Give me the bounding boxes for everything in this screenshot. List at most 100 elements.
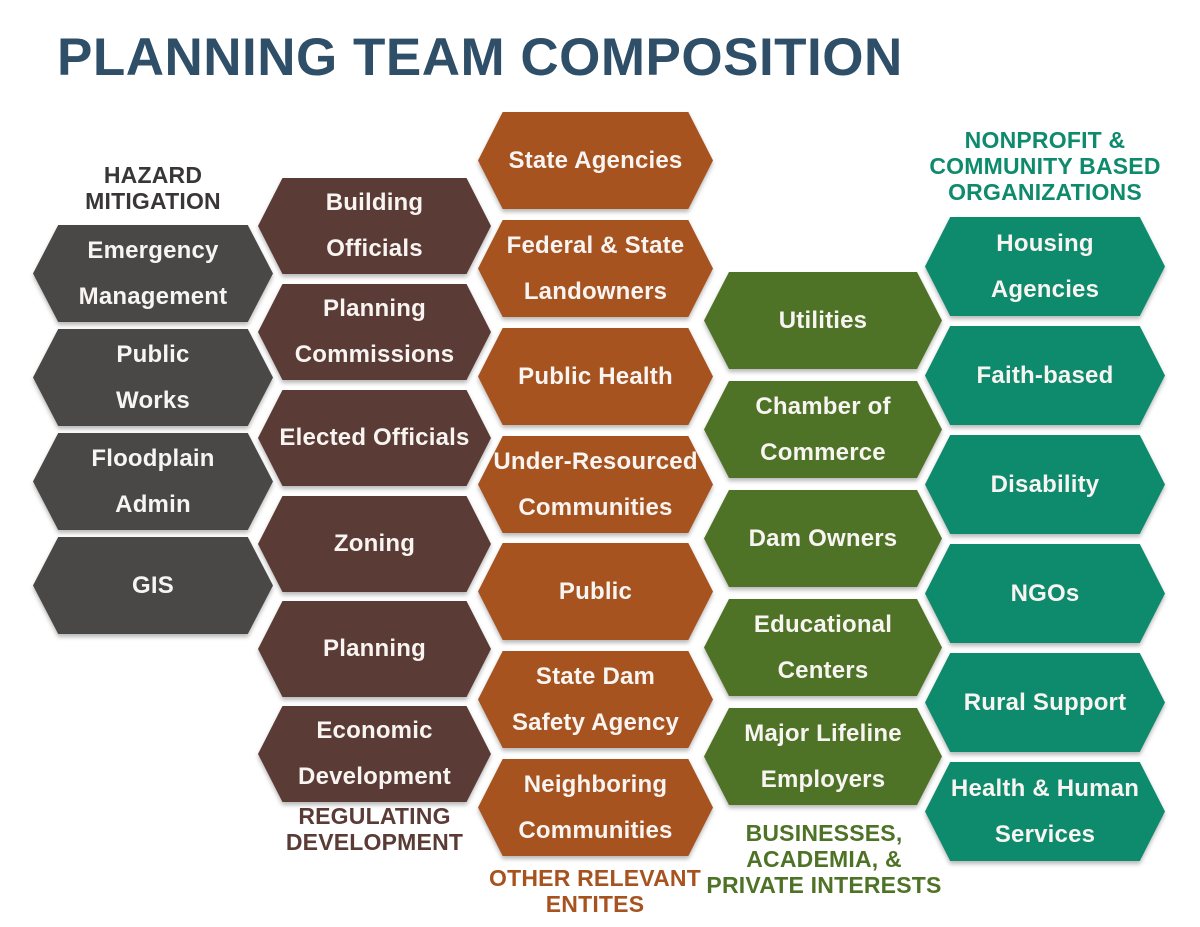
group-label-line: REGULATING: [298, 803, 451, 829]
hexagon-label-line: Public: [116, 340, 190, 368]
hexagon-ngos: NGOs: [925, 544, 1165, 643]
group-label-line: PRIVATE INTERESTS: [706, 871, 942, 898]
hexagon-dam-owners: Dam Owners: [704, 490, 942, 587]
hexagon-label-line: Building: [325, 189, 424, 217]
hexagon-shape: GIS: [33, 537, 273, 634]
hexagon-disability: Disability: [925, 435, 1165, 534]
hexagon-elected-officials: Elected Officials: [258, 390, 491, 486]
hexagon-shape: Utilities: [704, 272, 942, 369]
hexagon-label-line: Floodplain: [91, 444, 215, 472]
hexagon-label-line: Health & Human: [950, 774, 1140, 802]
hexagon-label-line: Planning: [323, 295, 426, 323]
hexagon-label-line: Neighboring: [523, 770, 668, 798]
hexagon-label-line: Zoning: [333, 530, 416, 558]
hexagon-label-line: Major Lifeline: [744, 719, 902, 747]
hexagon-utilities: Utilities: [704, 272, 942, 369]
hexagon-label-line: Public: [558, 577, 633, 605]
hexagon-label-line: Under-Resourced: [493, 447, 698, 475]
hexagon-label-line: Management: [78, 282, 228, 310]
hexagon-label-line: Agencies: [990, 275, 1100, 303]
hexagon-label-line: Dam Owners: [748, 524, 898, 552]
hexagon-label-line: Services: [994, 820, 1096, 848]
group-label-line: COMMUNITY BASED: [929, 152, 1161, 179]
hexagon-label-line: Faith-based: [976, 361, 1114, 389]
hexagon-label-line: Housing: [996, 229, 1094, 257]
hexagon-label-line: Rural Support: [963, 688, 1127, 716]
hexagon-label-line: Economic: [316, 717, 433, 745]
hexagon-state-agencies: State Agencies: [478, 112, 713, 209]
hexagon-shape: Planning: [258, 601, 491, 697]
group-label-line: ACADEMIA, &: [746, 845, 902, 872]
hexagon-label-line: Federal & State: [506, 231, 685, 259]
hexagon-label-line: Elected Officials: [279, 424, 470, 452]
hexagon-shape: Disability: [925, 435, 1165, 534]
hexagon-label-line: Officials: [326, 235, 423, 262]
hexagon-planning: Planning: [258, 601, 491, 697]
hexagon-label-line: Commerce: [760, 438, 886, 466]
group-label-line: NONPROFIT &: [964, 127, 1126, 153]
hexagon-shape: Public: [478, 543, 713, 640]
hexagon-label-line: Commissions: [294, 341, 455, 368]
hexagon-label-line: Landowners: [523, 277, 668, 305]
hexagon-label-line: Admin: [115, 490, 191, 518]
hexagon-shape: NGOs: [925, 544, 1165, 643]
group-label-line: DEVELOPMENT: [285, 828, 464, 855]
hexagon-label-line: Educational: [753, 610, 893, 638]
hexagon-label-line: Communities: [518, 816, 673, 844]
hexagon-public-health: Public Health: [478, 328, 713, 425]
group-label-line: MITIGATION: [85, 187, 221, 214]
hexagon-chamber-of-commerce: Chamber of Commerce: [704, 381, 942, 478]
hexagon-zoning: Zoning: [258, 496, 491, 592]
hexagon-label-line: State Dam: [535, 662, 656, 690]
hexagon-label-line: Utilities: [778, 306, 868, 334]
hexagon-public: Public: [478, 543, 713, 640]
hexagon-label-line: Planning: [323, 635, 426, 663]
hexagon-label-line: Chamber of: [755, 392, 891, 420]
hexagon-label-line: GIS: [132, 571, 174, 599]
group-label-line: OTHER RELEVANT: [489, 865, 701, 891]
hexagon-faith-based: Faith-based: [925, 326, 1165, 425]
hexagon-label-line: Disability: [990, 470, 1100, 498]
page-title: PLANNING TEAM COMPOSITION: [57, 28, 903, 87]
hexagon-label-line: Development: [298, 763, 451, 790]
hexagon-gis: GIS: [33, 537, 273, 634]
group-label-line: HAZARD: [103, 162, 203, 188]
hexagon-label-line: Employers: [760, 765, 886, 793]
hexagon-label-line: Public Health: [518, 362, 673, 390]
hexagon-label-line: Communities: [518, 493, 673, 521]
hexagon-rural-support: Rural Support: [925, 653, 1165, 752]
hexagon-shape: Rural Support: [925, 653, 1165, 752]
hexagon-label-line: NGOs: [1010, 579, 1080, 607]
hexagon-shape: Dam Owners: [704, 490, 942, 587]
hexagon-shape: State Agencies: [478, 112, 713, 209]
group-label-line: ORGANIZATIONS: [948, 178, 1142, 205]
hexagon-shape: Zoning: [258, 496, 491, 592]
hexagon-shape: Elected Officials: [258, 390, 491, 486]
